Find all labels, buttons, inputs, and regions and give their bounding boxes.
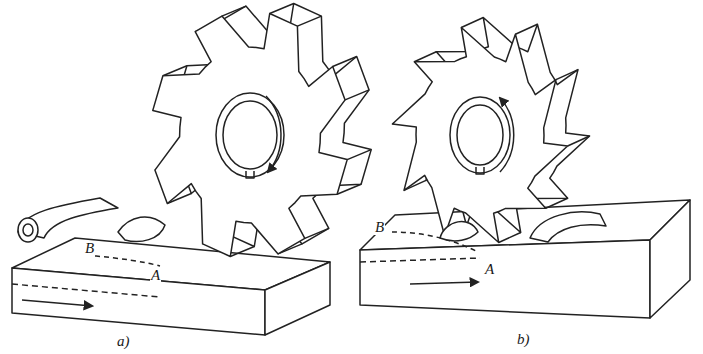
cutter-edges: [392, 18, 589, 243]
rotation-arrow: [500, 98, 514, 172]
chip-path: [95, 256, 160, 266]
milling-cutter: [153, 14, 347, 257]
point-label: B: [374, 220, 385, 235]
cutter-hub: [450, 97, 510, 173]
feed-arrow: [410, 282, 478, 284]
cutter-bore: [457, 105, 503, 165]
figure-caption: b): [516, 332, 531, 347]
chip: [530, 212, 606, 242]
cutter-bore: [223, 101, 277, 169]
cutter-hub: [216, 93, 284, 177]
keyway: [476, 167, 484, 174]
keyway: [246, 171, 254, 178]
point-label: A: [484, 262, 495, 277]
rotation-arrow: [266, 96, 281, 172]
cut-depth-line: [360, 258, 480, 262]
workpiece-front: [12, 268, 265, 335]
workpiece-side: [265, 262, 330, 335]
cutter-edges: [153, 4, 371, 257]
chip: [18, 198, 118, 238]
point-label: A: [150, 268, 161, 283]
point-label: B: [84, 241, 95, 256]
figure-caption: a): [116, 334, 131, 349]
chip: [23, 224, 33, 236]
chip: [440, 222, 478, 241]
workpiece-front: [360, 240, 650, 318]
workpiece-side: [650, 200, 690, 318]
chip: [118, 217, 165, 242]
milling-cutter: [392, 28, 567, 243]
feed-arrow: [22, 300, 92, 306]
chip: [18, 218, 38, 242]
cut-depth-line: [12, 284, 160, 297]
